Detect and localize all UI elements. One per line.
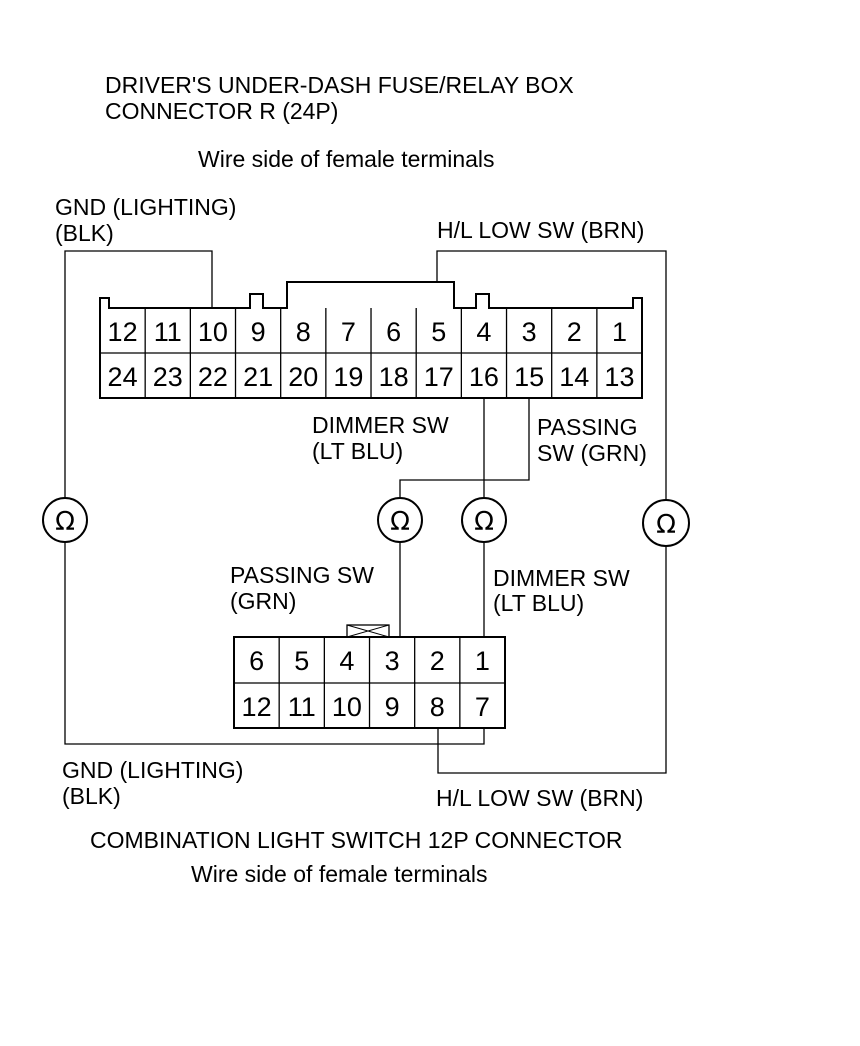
terminal-number: 24 [108, 362, 138, 392]
connector-latch-icon [346, 624, 390, 638]
ohmmeter-icon: Ω [377, 497, 423, 543]
terminal-number: 1 [475, 646, 490, 676]
terminal-number: 4 [476, 317, 491, 347]
bottom-connector-subtitle: Wire side of female terminals [191, 861, 488, 887]
ohmmeter-symbol: Ω [390, 507, 410, 537]
hl-low-top-label: H/L LOW SW (BRN) [437, 217, 644, 243]
passing-top-label-line2: SW (GRN) [537, 440, 647, 466]
terminal-number: 15 [514, 362, 544, 392]
ohmmeter-icon: Ω [461, 497, 507, 543]
terminal-number: 6 [386, 317, 401, 347]
terminal-number: 18 [379, 362, 409, 392]
gnd-top-label-line2: (BLK) [55, 220, 114, 246]
hl-low-wire-lower [437, 547, 667, 774]
passing-bottom-label-line2: (GRN) [230, 588, 296, 614]
terminal-number: 3 [385, 646, 400, 676]
terminal-number: 9 [251, 317, 266, 347]
terminal-number: 5 [294, 646, 309, 676]
gnd-wire-lower [64, 542, 485, 745]
terminal-number: 6 [249, 646, 264, 676]
bottom-connector-title: COMBINATION LIGHT SWITCH 12P CONNECTOR [90, 827, 622, 853]
terminal-number: 20 [288, 362, 318, 392]
passing-bottom-label-line1: PASSING SW [230, 562, 374, 588]
gnd-wire [64, 250, 213, 498]
terminal-number: 21 [243, 362, 273, 392]
terminal-number: 10 [332, 692, 362, 722]
terminal-number: 22 [198, 362, 228, 392]
dimmer-top-label-line2: (LT BLU) [312, 438, 403, 464]
dimmer-bottom-label-line2: (LT BLU) [493, 590, 584, 616]
terminal-number: 5 [431, 317, 446, 347]
terminal-number: 10 [198, 317, 228, 347]
wires [64, 250, 667, 774]
terminal-number: 7 [341, 317, 356, 347]
terminal-number: 13 [604, 362, 634, 392]
terminal-number: 9 [385, 692, 400, 722]
passing-wire [399, 398, 530, 497]
terminal-number: 23 [153, 362, 183, 392]
ohmmeter-icon: Ω [42, 497, 88, 543]
terminal-number: 12 [242, 692, 272, 722]
terminal-number: 4 [339, 646, 354, 676]
top-connector-title-line1: DRIVER'S UNDER-DASH FUSE/RELAY BOX [105, 72, 574, 98]
top-connector-title-line2: CONNECTOR R (24P) [105, 98, 338, 124]
ohmmeter-symbol: Ω [656, 510, 676, 540]
hl-low-wire [436, 250, 667, 500]
terminal-number: 2 [567, 317, 582, 347]
terminal-number: 12 [108, 317, 138, 347]
terminal-number: 17 [424, 362, 454, 392]
gnd-top-label-line1: GND (LIGHTING) [55, 194, 236, 220]
terminal-number: 16 [469, 362, 499, 392]
terminal-number: 1 [612, 317, 627, 347]
gnd-bottom-label-line2: (BLK) [62, 783, 121, 809]
dimmer-top-label-line1: DIMMER SW [312, 412, 449, 438]
terminal-number: 14 [559, 362, 589, 392]
hl-low-bottom-label: H/L LOW SW (BRN) [436, 785, 643, 811]
ohmmeter-icon: Ω [642, 499, 690, 547]
terminal-number: 2 [430, 646, 445, 676]
terminal-number: 8 [430, 692, 445, 722]
dimmer-bottom-label-line1: DIMMER SW [493, 565, 630, 591]
terminal-number: 3 [522, 317, 537, 347]
terminal-number: 7 [475, 692, 490, 722]
passing-top-label-line1: PASSING [537, 414, 638, 440]
ohmmeter-symbol: Ω [55, 507, 75, 537]
terminal-number: 19 [333, 362, 363, 392]
top-connector-subtitle: Wire side of female terminals [198, 146, 495, 172]
terminal-number: 11 [288, 692, 316, 722]
gnd-bottom-label-line1: GND (LIGHTING) [62, 757, 243, 783]
terminal-number: 11 [154, 317, 182, 347]
terminal-number: 8 [296, 317, 311, 347]
ohmmeter-symbol: Ω [474, 507, 494, 537]
